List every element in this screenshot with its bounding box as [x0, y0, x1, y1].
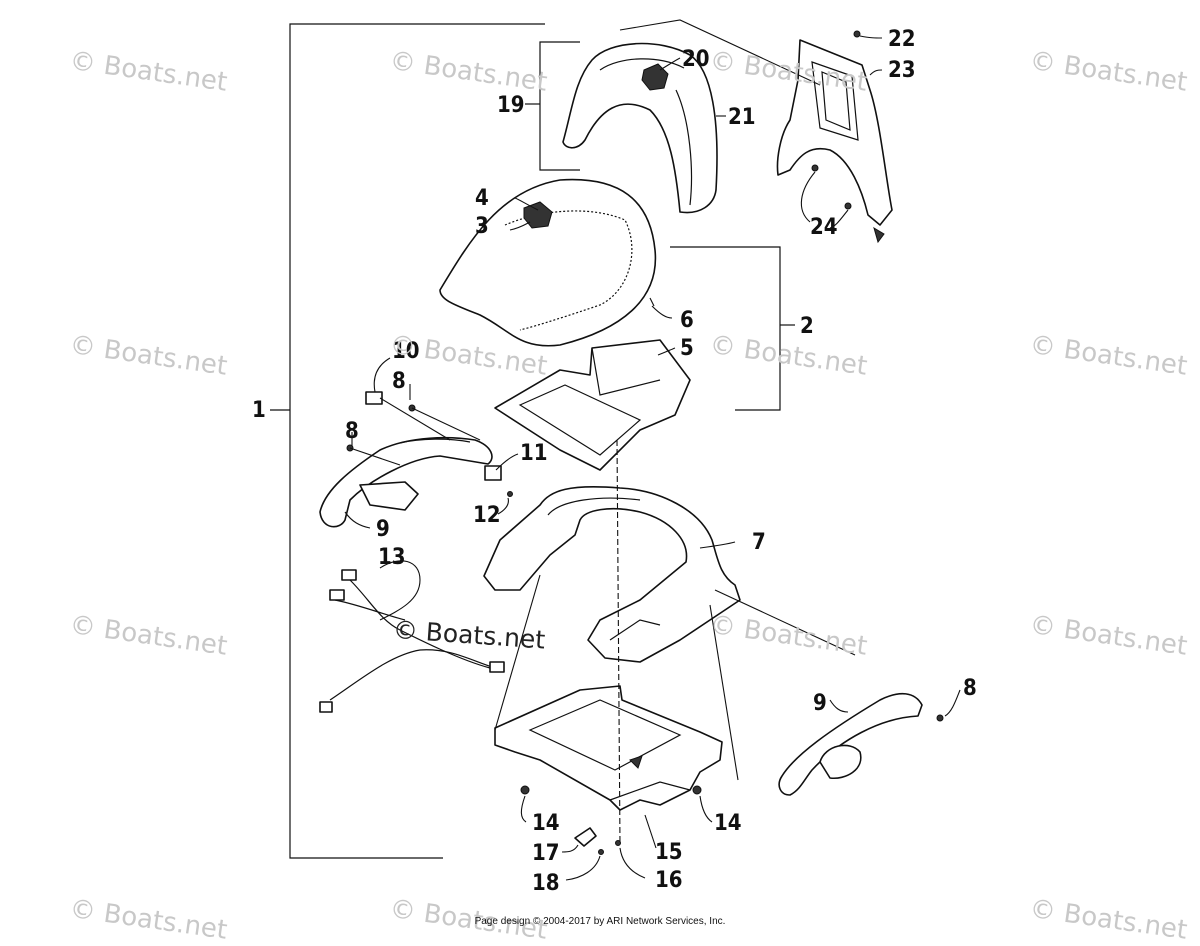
nut-part-14b [692, 785, 702, 795]
callout-9-b: 9 [813, 691, 827, 716]
callout-12: 12 [473, 503, 501, 528]
seat-base-part [494, 339, 691, 471]
callout-4: 4 [475, 186, 489, 211]
screw-part-24a [811, 164, 819, 172]
callout-14-b: 14 [714, 811, 742, 836]
backrest-part [562, 42, 718, 214]
grab-handle-left-part [319, 436, 493, 528]
callout-22: 22 [888, 27, 916, 52]
mounting-plate-part [494, 685, 723, 811]
clip-part-17 [574, 827, 597, 847]
screw-part-22 [853, 30, 861, 38]
backrest-bracket-part [776, 39, 893, 244]
screw-part-12 [507, 491, 513, 497]
pin-part-6 [649, 297, 655, 307]
assembly-bracket-1 [270, 23, 545, 859]
screw-part-18 [598, 849, 604, 855]
assembly-bracket-2 [670, 246, 795, 411]
nut-part-14a [520, 785, 530, 795]
callout-6: 6 [680, 308, 694, 333]
leader-lines [344, 19, 961, 881]
callout-10: 10 [392, 339, 420, 364]
callout-8-a: 8 [392, 369, 406, 394]
callout-9-a: 9 [376, 517, 390, 542]
callout-3: 3 [475, 214, 489, 239]
grab-handle-right-part [778, 692, 923, 796]
callout-1: 1 [252, 398, 266, 423]
screw-part-16 [615, 840, 621, 846]
seat-cushion-part [439, 178, 657, 347]
callout-18: 18 [532, 871, 560, 896]
callout-labels: 1 2 3 4 5 6 7 8 8 8 8 9 9 10 11 12 13 14… [252, 27, 977, 896]
callout-8-b: 8 [345, 419, 359, 444]
callout-23: 23 [888, 58, 916, 83]
callout-8-c: 8 [963, 676, 977, 701]
clip-part-10 [365, 391, 383, 405]
callout-15: 15 [655, 840, 683, 865]
callout-21: 21 [728, 105, 756, 130]
seat-frame-part [483, 485, 741, 663]
screw-part-24b [844, 202, 852, 210]
callout-7: 7 [752, 530, 766, 555]
callout-17: 17 [532, 841, 560, 866]
callout-2: 2 [800, 314, 814, 339]
assembly-bracket-19 [525, 41, 580, 171]
wiring-harness-part [319, 569, 505, 713]
copyright-footer: Page design © 2004-2017 by ARI Network S… [474, 916, 726, 927]
callout-20: 20 [682, 47, 710, 72]
callout-11: 11 [520, 441, 548, 466]
callout-19: 19 [497, 93, 525, 118]
small-parts [346, 30, 944, 855]
callout-16: 16 [655, 868, 683, 893]
callout-24: 24 [810, 215, 838, 240]
screw-part-8c [936, 714, 944, 722]
callout-5: 5 [680, 336, 694, 361]
callout-13: 13 [378, 545, 406, 570]
callout-14-a: 14 [532, 811, 560, 836]
